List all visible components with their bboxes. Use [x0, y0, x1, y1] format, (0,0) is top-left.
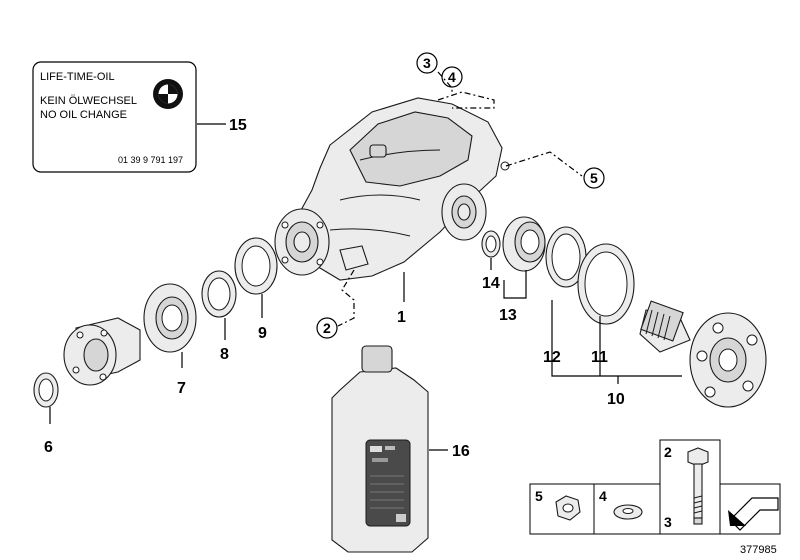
legend-number-4: 4: [599, 488, 607, 504]
bearing-13[interactable]: [502, 216, 546, 272]
callout-11: 11: [591, 349, 608, 366]
callout-1: 1: [397, 309, 406, 326]
callout-4: 4: [448, 69, 456, 85]
callout-9: 9: [258, 325, 267, 342]
sticker-part-number: 01 39 9 791 197: [118, 155, 183, 165]
callout-3: 3: [423, 55, 431, 71]
seal-ring-6[interactable]: [33, 372, 59, 408]
legend-number-5: 5: [535, 488, 543, 504]
seal-ring-12[interactable]: [545, 226, 587, 288]
hardware-legend: 5 4 2 3: [529, 439, 781, 535]
callout-4-circle: [441, 66, 463, 88]
gasket-ring-11[interactable]: [577, 243, 635, 325]
callout-10: 10: [607, 391, 625, 408]
callout-5-circle: [583, 167, 605, 189]
callout-5: 5: [590, 170, 598, 186]
callout-13: 13: [499, 307, 517, 324]
direction-arrow-icon: [728, 497, 779, 531]
output-shaft-flange-10[interactable]: [639, 300, 767, 408]
shaft-seal-9[interactable]: [234, 237, 278, 295]
rear-differential-housing[interactable]: [274, 97, 510, 281]
bmw-logo: [153, 79, 183, 109]
hex-nut-icon: [555, 495, 581, 521]
callout-2-circle: [316, 317, 338, 339]
callout-16: 16: [452, 443, 470, 460]
callout-8: 8: [220, 346, 229, 363]
cover-plate-7[interactable]: [143, 283, 197, 353]
washer-icon: [613, 504, 643, 520]
sticker-line-2: KEIN ÖLWECHSEL: [40, 95, 137, 107]
diagram-number: 377985: [740, 544, 777, 556]
callout-2: 2: [323, 320, 331, 336]
sticker-line-3: NO OIL CHANGE: [40, 109, 127, 121]
callout-14: 14: [482, 275, 500, 292]
oil-label-sticker[interactable]: LIFE-TIME-OIL KEIN ÖLWECHSEL NO OIL CHAN…: [32, 61, 197, 173]
oil-bottle-16[interactable]: [331, 345, 429, 553]
callout-12: 12: [543, 349, 561, 366]
legend-number-3: 3: [664, 514, 672, 530]
legend-number-2: 2: [664, 444, 672, 460]
hex-bolt-icon: [687, 447, 709, 525]
callout-7: 7: [177, 380, 186, 397]
o-ring-14[interactable]: [481, 230, 501, 258]
callout-3-circle: [416, 52, 438, 74]
left-output-flange[interactable]: [63, 317, 141, 386]
spacer-ring-8[interactable]: [201, 270, 237, 318]
sticker-line-1: LIFE-TIME-OIL: [40, 71, 115, 83]
callout-15: 15: [229, 117, 247, 134]
callout-6: 6: [44, 439, 53, 456]
